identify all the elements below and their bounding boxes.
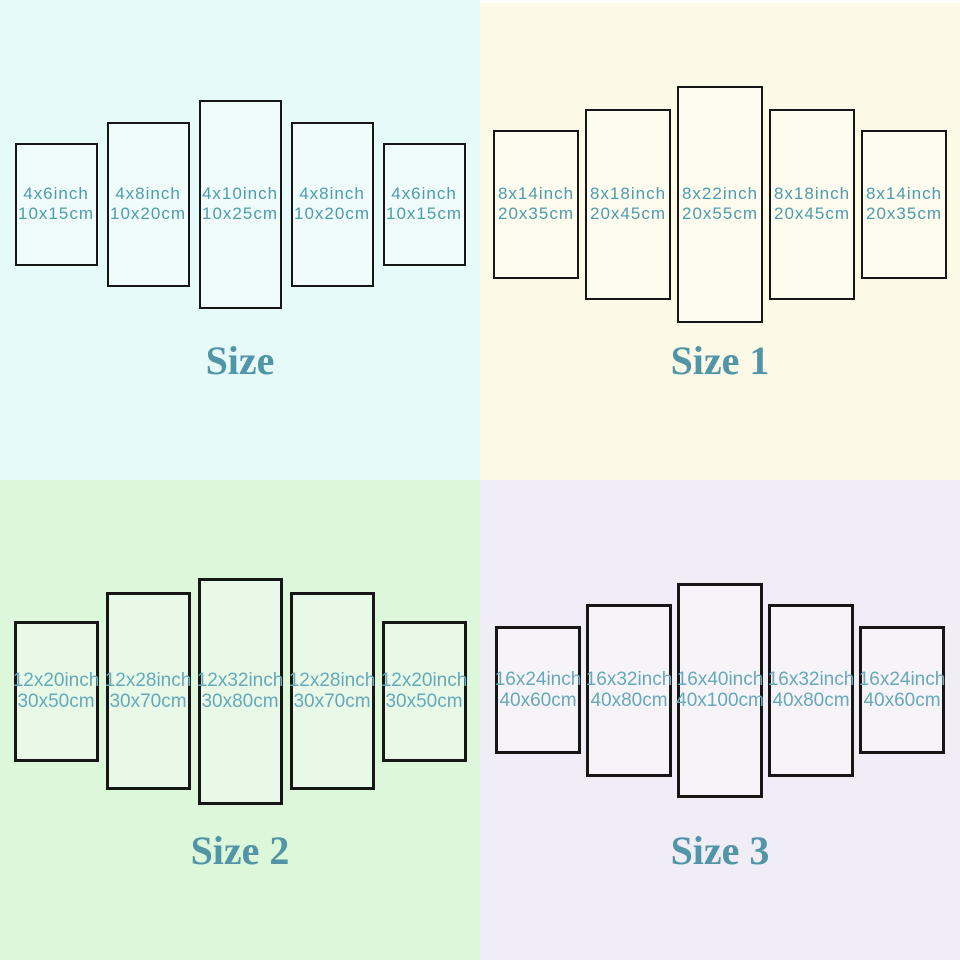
panel-size-label: 16x32inch 40x80cm (768, 669, 855, 711)
panel-size-cm: 20x35cm (498, 204, 574, 223)
canvas-panel: 12x32inch 30x80cm (197, 577, 284, 805)
canvas-panel: 16x32inch 40x80cm (586, 603, 673, 777)
panel-size-cm: 20x55cm (682, 204, 758, 223)
quadrant-title: Size (205, 338, 275, 383)
panel-size-label: 12x20inch 30x50cm (13, 670, 100, 712)
canvas-panel: 12x20inch 30x50cm (381, 620, 468, 762)
panel-size-inch: 16x24inch (858, 669, 946, 690)
quadrant-size-3: 16x24inch 40x60cm 16x32inch 40x80cm 16x4… (480, 480, 960, 960)
canvas-panel: 12x28inch 30x70cm (289, 592, 376, 790)
panel-size-inch: 12x32inch (196, 670, 284, 691)
panel-size-cm: 40x100cm (676, 690, 764, 711)
panel-size-label: 12x28inch 30x70cm (289, 670, 376, 712)
quadrant-title: Size 1 (670, 338, 770, 383)
canvas-panel: 4x6inch 10x15cm (14, 142, 98, 266)
panel-size-inch: 8x22inch (681, 184, 759, 203)
panel-size-cm: 30x70cm (109, 691, 187, 712)
panel-size-label: 4x8inch 10x20cm (294, 184, 370, 224)
canvas-panel: 4x8inch 10x20cm (106, 121, 190, 287)
canvas-panel: 4x10inch 10x25cm (198, 99, 282, 309)
panel-size-cm: 20x35cm (866, 204, 942, 223)
panel-size-cm: 20x45cm (774, 204, 850, 223)
panel-size-cm: 40x80cm (590, 690, 668, 711)
panel-size-label: 12x28inch 30x70cm (105, 670, 192, 712)
panel-size-inch: 8x18inch (589, 184, 667, 203)
panel-size-inch: 12x20inch (380, 670, 468, 691)
panel-size-inch: 8x14inch (497, 184, 575, 203)
panel-size-label: 16x40inch 40x100cm (676, 669, 764, 711)
quadrant-title: Size 3 (670, 828, 770, 873)
panel-size-inch: 4x6inch (23, 184, 89, 203)
panel-size-cm: 10x25cm (202, 204, 278, 223)
panel-size-label: 8x18inch 20x45cm (774, 184, 850, 224)
panel-size-label: 8x22inch 20x55cm (682, 184, 758, 224)
panel-size-cm: 10x15cm (18, 204, 94, 223)
canvas-panel: 8x14inch 20x35cm (861, 129, 947, 279)
canvas-panel: 8x18inch 20x45cm (769, 108, 855, 300)
canvas-panel: 4x6inch 10x15cm (382, 142, 466, 266)
panel-size-cm: 10x15cm (386, 204, 462, 223)
panel-size-inch: 16x24inch (494, 669, 582, 690)
panel-size-inch: 12x28inch (288, 670, 376, 691)
panel-size-cm: 10x20cm (294, 204, 370, 223)
quadrant-size-1: 8x14inch 20x35cm 8x18inch 20x45cm 8x22in… (480, 0, 960, 480)
panel-size-label: 4x8inch 10x20cm (110, 184, 186, 224)
canvas-panel: 16x32inch 40x80cm (768, 603, 855, 777)
canvas-panel: 12x28inch 30x70cm (105, 592, 192, 790)
panel-size-inch: 8x14inch (865, 184, 943, 203)
panel-size-inch: 16x32inch (767, 669, 855, 690)
panel-size-inch: 12x20inch (12, 670, 100, 691)
panel-size-cm: 40x80cm (772, 690, 850, 711)
panel-size-label: 16x32inch 40x80cm (586, 669, 673, 711)
panel-size-cm: 30x50cm (17, 691, 95, 712)
panel-size-label: 8x14inch 20x35cm (498, 184, 574, 224)
canvas-panel: 12x20inch 30x50cm (13, 620, 100, 762)
panel-size-inch: 4x10inch (201, 184, 279, 203)
canvas-panel: 16x24inch 40x60cm (859, 626, 945, 754)
panel-size-cm: 30x70cm (293, 691, 371, 712)
panel-size-label: 4x6inch 10x15cm (18, 184, 94, 224)
quadrant-size-2: 12x20inch 30x50cm 12x28inch 30x70cm 12x3… (0, 480, 480, 960)
panel-size-cm: 30x50cm (385, 691, 463, 712)
quadrant-title: Size 2 (190, 828, 290, 873)
quadrant-size: 4x6inch 10x15cm 4x8inch 10x20cm 4x10inch… (0, 0, 480, 480)
canvas-panel: 16x24inch 40x60cm (495, 626, 581, 754)
canvas-panel: 8x18inch 20x45cm (585, 108, 671, 300)
panel-size-inch: 16x32inch (585, 669, 673, 690)
panel-size-inch: 4x6inch (391, 184, 457, 203)
panel-size-inch: 4x8inch (115, 184, 181, 203)
panel-size-inch: 16x40inch (676, 669, 764, 690)
panel-size-label: 4x10inch 10x25cm (202, 184, 278, 224)
panel-size-cm: 40x60cm (499, 690, 577, 711)
panel-size-label: 8x18inch 20x45cm (590, 184, 666, 224)
panel-size-inch: 8x18inch (773, 184, 851, 203)
panel-size-inch: 12x28inch (104, 670, 192, 691)
panel-size-cm: 30x80cm (201, 691, 279, 712)
panel-size-inch: 4x8inch (299, 184, 365, 203)
canvas-panel: 8x14inch 20x35cm (493, 129, 579, 279)
panel-size-label: 12x20inch 30x50cm (381, 670, 468, 712)
panel-size-label: 16x24inch 40x60cm (859, 669, 946, 711)
canvas-panel: 8x22inch 20x55cm (677, 85, 763, 323)
panel-size-label: 16x24inch 40x60cm (495, 669, 582, 711)
panel-size-cm: 10x20cm (110, 204, 186, 223)
panel-size-label: 8x14inch 20x35cm (866, 184, 942, 224)
canvas-panel: 4x8inch 10x20cm (290, 121, 374, 287)
panel-size-label: 12x32inch 30x80cm (197, 670, 284, 712)
panel-size-cm: 40x60cm (863, 690, 941, 711)
panel-size-cm: 20x45cm (590, 204, 666, 223)
canvas-panel: 16x40inch 40x100cm (676, 582, 764, 798)
panel-size-label: 4x6inch 10x15cm (386, 184, 462, 224)
